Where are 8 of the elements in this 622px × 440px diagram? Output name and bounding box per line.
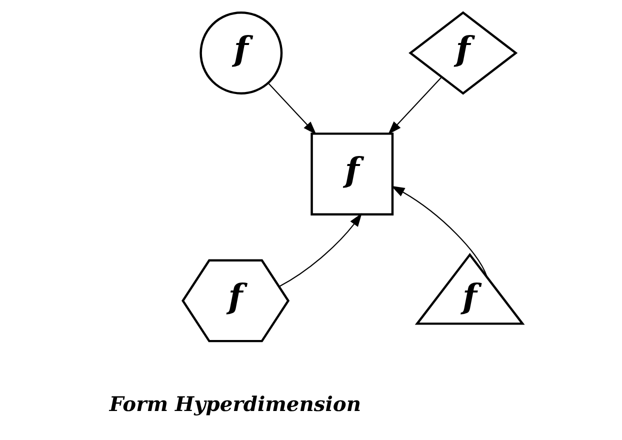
node-box: f [310,132,394,216]
node-circle: f [199,12,282,94]
arrow [278,213,362,287]
arrow [390,186,488,278]
label: Form Hyperdimension [108,392,361,416]
node-diamond: f [408,11,518,95]
arrow [388,76,442,134]
arrow [267,82,316,135]
